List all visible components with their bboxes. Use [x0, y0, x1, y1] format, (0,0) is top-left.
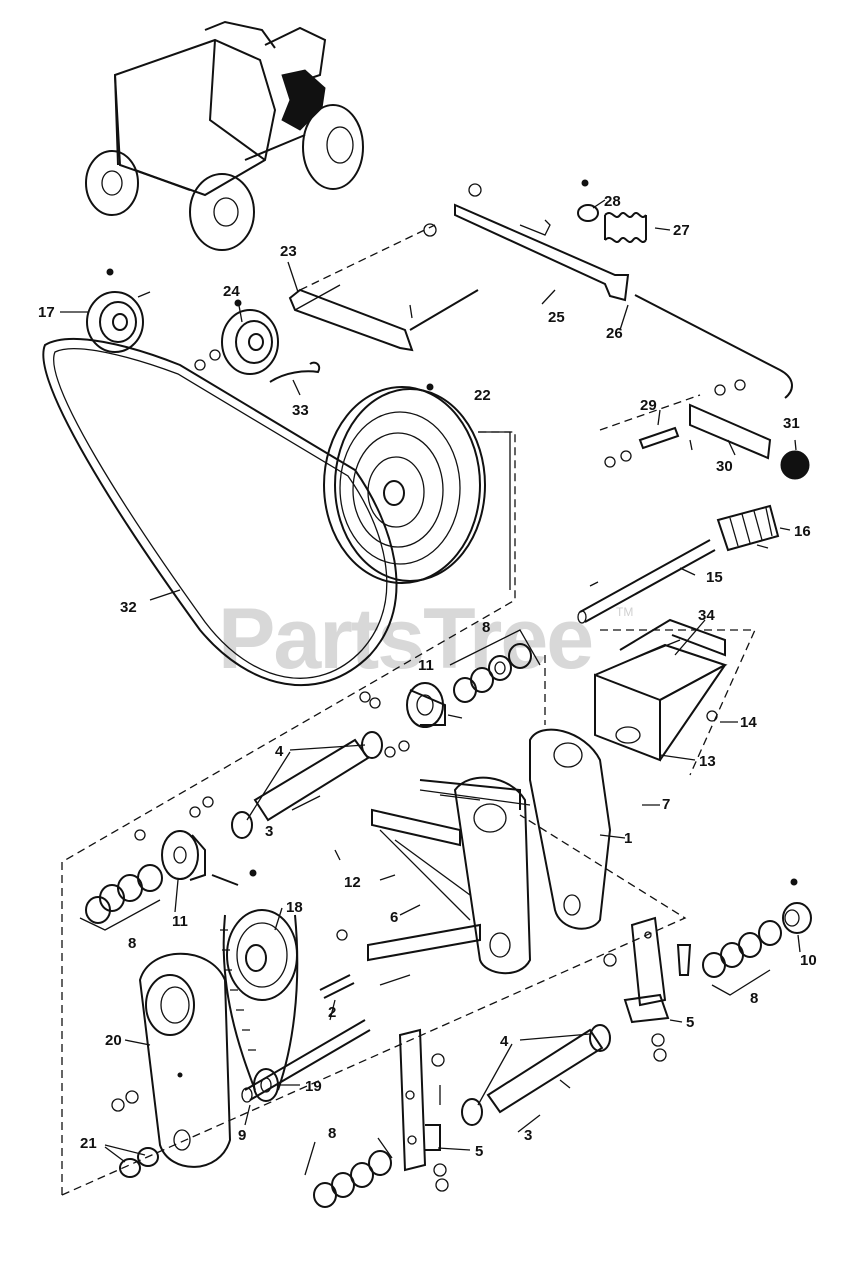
callout-8-left: 8	[128, 935, 136, 952]
callout-13: 13	[699, 753, 716, 770]
lever-30	[689, 379, 772, 460]
watermark: PartsTree TM	[218, 591, 633, 687]
callout-8-upper: 8	[482, 619, 490, 636]
callout-28: 28	[604, 193, 621, 210]
callout-27: 27	[673, 222, 690, 239]
drive-belt	[42, 337, 398, 687]
bearings-8-left	[79, 864, 163, 931]
callout-5-lower: 5	[475, 1143, 483, 1160]
callout-11-upper: 11	[418, 657, 434, 674]
callout-3-upper: 3	[265, 823, 273, 840]
assembly-guides	[61, 224, 757, 1196]
housing-13	[594, 618, 728, 762]
callout-1: 1	[624, 830, 632, 847]
sprocket-19	[253, 1068, 279, 1102]
callout-15: 15	[706, 569, 723, 586]
bearings-8-right	[702, 920, 782, 996]
bolt-29	[604, 426, 680, 468]
plate-1	[419, 728, 612, 930]
callout-24: 24	[223, 283, 240, 300]
shaft-3-lower	[461, 1024, 611, 1126]
idler-pulley-17	[86, 268, 151, 353]
coupler-16	[716, 504, 780, 552]
callout-6: 6	[390, 909, 398, 926]
idler-bracket-23	[269, 284, 479, 383]
callout-5-right: 5	[686, 1014, 694, 1031]
watermark-trademark: TM	[616, 605, 633, 619]
bearings-8-bottom	[304, 1137, 393, 1208]
callout-4-upper: 4	[275, 743, 284, 760]
callout-33: 33	[292, 402, 309, 419]
collar-10	[782, 878, 812, 934]
callout-8-right: 8	[750, 990, 758, 1007]
callout-labels: 1 2 3 3 4 4 5 5 6 7 8 8 8 8 9 10 11 11 1…	[38, 193, 817, 1160]
watermark-text: PartsTree	[218, 591, 592, 687]
hub-11-upper	[384, 682, 463, 758]
bracket-25	[423, 183, 630, 302]
callout-20: 20	[105, 1032, 122, 1049]
callout-32: 32	[120, 599, 137, 616]
pin-2	[319, 929, 355, 999]
callout-29: 29	[640, 397, 657, 414]
callout-17: 17	[38, 304, 55, 321]
bearings-8-upper	[359, 629, 541, 709]
sleeve-28	[577, 179, 599, 222]
callout-14: 14	[740, 714, 757, 731]
bracket-5-right	[603, 916, 692, 1062]
hub-11-lower	[134, 796, 239, 886]
callout-26: 26	[606, 325, 623, 342]
callout-9: 9	[238, 1127, 246, 1144]
shaft-3-upper	[231, 731, 383, 861]
callout-2: 2	[328, 1004, 336, 1021]
callout-19: 19	[305, 1078, 322, 1095]
callout-8-bottom: 8	[328, 1125, 336, 1142]
callout-3-lower: 3	[524, 1127, 532, 1144]
large-pulley-22	[323, 383, 511, 590]
leader-lines	[60, 199, 801, 1163]
callout-7: 7	[662, 796, 670, 813]
callout-4-lower: 4	[500, 1033, 509, 1050]
callout-12: 12	[344, 874, 361, 891]
callout-21: 21	[80, 1135, 97, 1152]
callout-25: 25	[548, 309, 565, 326]
bracket-5-lower	[398, 1028, 449, 1192]
shaft-15	[577, 539, 716, 624]
callout-18: 18	[286, 899, 303, 916]
idler-pulley-24	[194, 299, 279, 375]
callout-23: 23	[280, 243, 297, 260]
knob-31	[780, 450, 810, 480]
spring-27	[604, 212, 647, 243]
rod-26	[634, 294, 793, 399]
washers-21	[119, 1147, 159, 1178]
callout-30: 30	[716, 458, 733, 475]
callout-10: 10	[800, 952, 817, 969]
frame-6	[367, 776, 532, 986]
chain-case-20	[111, 952, 232, 1168]
callout-34: 34	[698, 607, 715, 624]
sprocket-18	[220, 869, 299, 1091]
callout-31: 31	[783, 415, 800, 432]
callout-22: 22	[474, 387, 491, 404]
callout-16: 16	[794, 523, 811, 540]
callout-11-lower: 11	[172, 913, 188, 930]
tractor-illustration	[85, 20, 364, 251]
